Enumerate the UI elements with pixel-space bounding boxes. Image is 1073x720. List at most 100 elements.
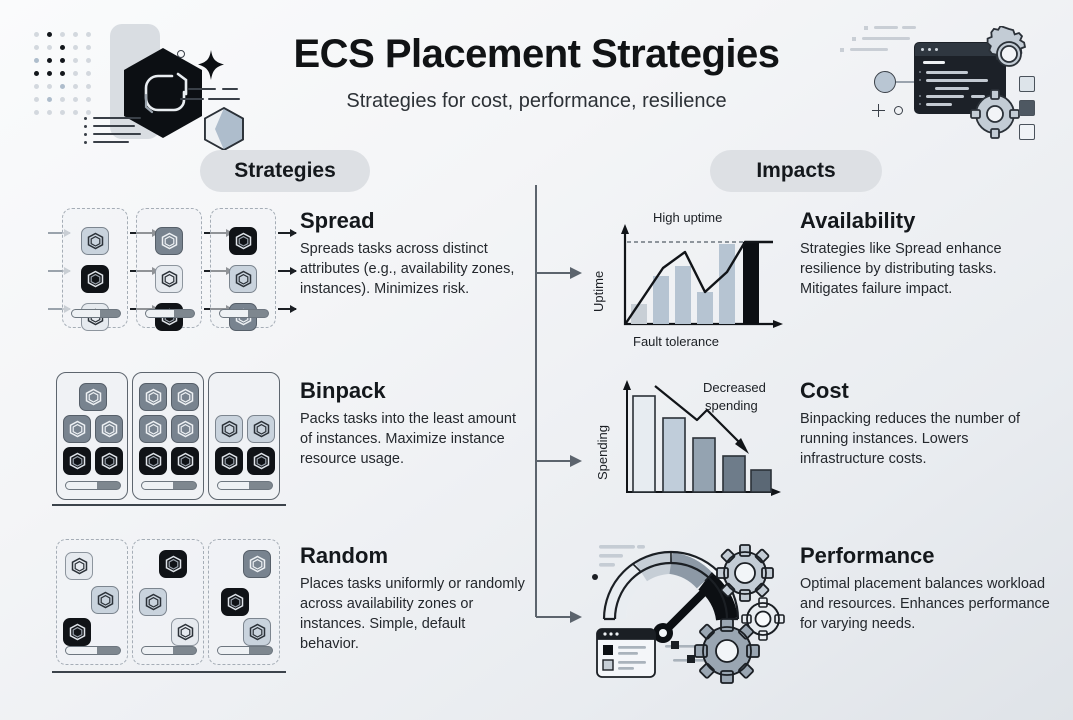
binpack-instances-icon — [48, 370, 288, 510]
task-icon — [159, 550, 187, 578]
page-title: ECS Placement Strategies — [293, 32, 781, 76]
task-icon — [215, 415, 243, 443]
ground-line — [52, 504, 286, 506]
terminal-body — [915, 56, 1005, 106]
strategy-random-text: Random Places tasks uniformly or randoml… — [300, 543, 525, 654]
strategy-description: Spreads tasks across distinct attributes… — [300, 241, 515, 297]
spread-instances-icon — [48, 200, 297, 340]
impact-description: Binpacking reduces the number of running… — [800, 411, 1021, 467]
task-icon — [171, 447, 199, 475]
section-pill-impacts[interactable]: Impacts — [710, 150, 882, 192]
task-icon — [95, 447, 123, 475]
gear — [694, 618, 760, 684]
capacity-bar — [217, 646, 273, 655]
uptime-chart-icon: High uptime Uptime Fault tolerance — [585, 200, 790, 355]
instance-group — [56, 539, 128, 665]
task-icon — [139, 588, 167, 616]
svg-text:Fault tolerance: Fault tolerance — [633, 334, 719, 349]
gauge-gears-icon — [585, 535, 790, 690]
terminal-window-icon — [914, 42, 1006, 114]
impact-performance-text: Performance Optimal placement balances w… — [800, 543, 1050, 635]
ground-line — [52, 671, 286, 673]
strategy-spread-text: Spread Spreads tasks across distinct att… — [300, 208, 525, 300]
task-icon — [243, 618, 271, 646]
task-icon — [139, 447, 167, 475]
hexagon-logo-icon — [120, 46, 206, 145]
svg-text:Decreased: Decreased — [703, 380, 766, 395]
sparkle-icon — [198, 50, 224, 85]
strategy-title: Spread — [300, 208, 375, 233]
task-icon — [171, 383, 199, 411]
capacity-bar — [219, 309, 269, 318]
header-left-decoration — [22, 18, 252, 152]
task-icon — [81, 227, 109, 255]
task-icon — [91, 586, 119, 614]
capacity-bar — [145, 309, 195, 318]
task-icon — [171, 415, 199, 443]
strategy-title: Random — [300, 543, 388, 568]
impact-title: Performance — [800, 543, 935, 568]
plus-icon — [872, 104, 885, 117]
task-icon — [247, 415, 275, 443]
row-spread: Spread Spreads tasks across distinct att… — [0, 200, 1073, 360]
page-subtitle: Strategies for cost, performance, resili… — [346, 90, 727, 112]
task-icon — [221, 588, 249, 616]
gear — [716, 544, 774, 602]
gear-small-icon — [969, 88, 1021, 145]
strategy-description: Packs tasks into the least amount of ins… — [300, 411, 516, 467]
gear-large-icon — [978, 24, 1040, 93]
task-icon — [139, 415, 167, 443]
instance-group — [56, 372, 128, 500]
header-right-decoration — [836, 14, 1061, 144]
hexagon-blue-icon — [202, 106, 246, 157]
svg-text:High uptime: High uptime — [653, 210, 722, 225]
connector-arrows — [520, 185, 590, 645]
instance-group — [132, 539, 204, 665]
instance-group — [136, 208, 202, 331]
task-icon — [155, 227, 183, 255]
svg-text:Uptime: Uptime — [591, 271, 606, 312]
instance-group — [208, 372, 280, 500]
impact-availability-text: Availability Strategies like Spread enha… — [800, 208, 1050, 300]
task-icon — [155, 265, 183, 293]
task-icon — [171, 618, 199, 646]
capacity-bar — [217, 481, 273, 490]
connector-line-icon — [896, 81, 920, 83]
section-pill-strategies[interactable]: Strategies — [200, 150, 370, 192]
circle-outline-icon — [874, 71, 896, 93]
instance-group — [132, 372, 204, 500]
small-ring-icon — [894, 106, 903, 115]
task-icon — [81, 265, 109, 293]
header: ECS Placement Strategies Strategies for … — [0, 0, 1073, 152]
task-icon — [215, 447, 243, 475]
gear — [741, 597, 785, 641]
task-icon — [229, 227, 257, 255]
task-icon — [247, 447, 275, 475]
task-icon — [229, 265, 257, 293]
small-circle-icon — [177, 50, 185, 58]
svg-text:spending: spending — [705, 398, 758, 413]
impact-title: Availability — [800, 208, 916, 233]
spending-bar-chart-icon: Decreased spending Spending — [585, 370, 790, 515]
task-icon — [95, 415, 123, 443]
row-binpack: Binpack Packs tasks into the least amoun… — [0, 370, 1073, 520]
impact-cost-text: Cost Binpacking reduces the number of ru… — [800, 378, 1050, 470]
capacity-bar — [141, 646, 197, 655]
strategy-binpack-text: Binpack Packs tasks into the least amoun… — [300, 378, 525, 470]
svg-text:Spending: Spending — [595, 425, 610, 480]
capacity-bar — [65, 481, 121, 490]
capacity-bar — [141, 481, 197, 490]
task-icon — [65, 552, 93, 580]
impact-description: Strategies like Spread enhance resilienc… — [800, 241, 1002, 297]
task-icon — [63, 618, 91, 646]
instance-group — [210, 208, 276, 331]
task-icon — [243, 550, 271, 578]
task-icon — [63, 447, 91, 475]
impact-title: Cost — [800, 378, 849, 403]
task-icon — [79, 383, 107, 411]
task-icon — [139, 383, 167, 411]
capacity-bar — [71, 309, 121, 318]
capacity-bar — [65, 646, 121, 655]
impact-description: Optimal placement balances workload and … — [800, 576, 1050, 632]
